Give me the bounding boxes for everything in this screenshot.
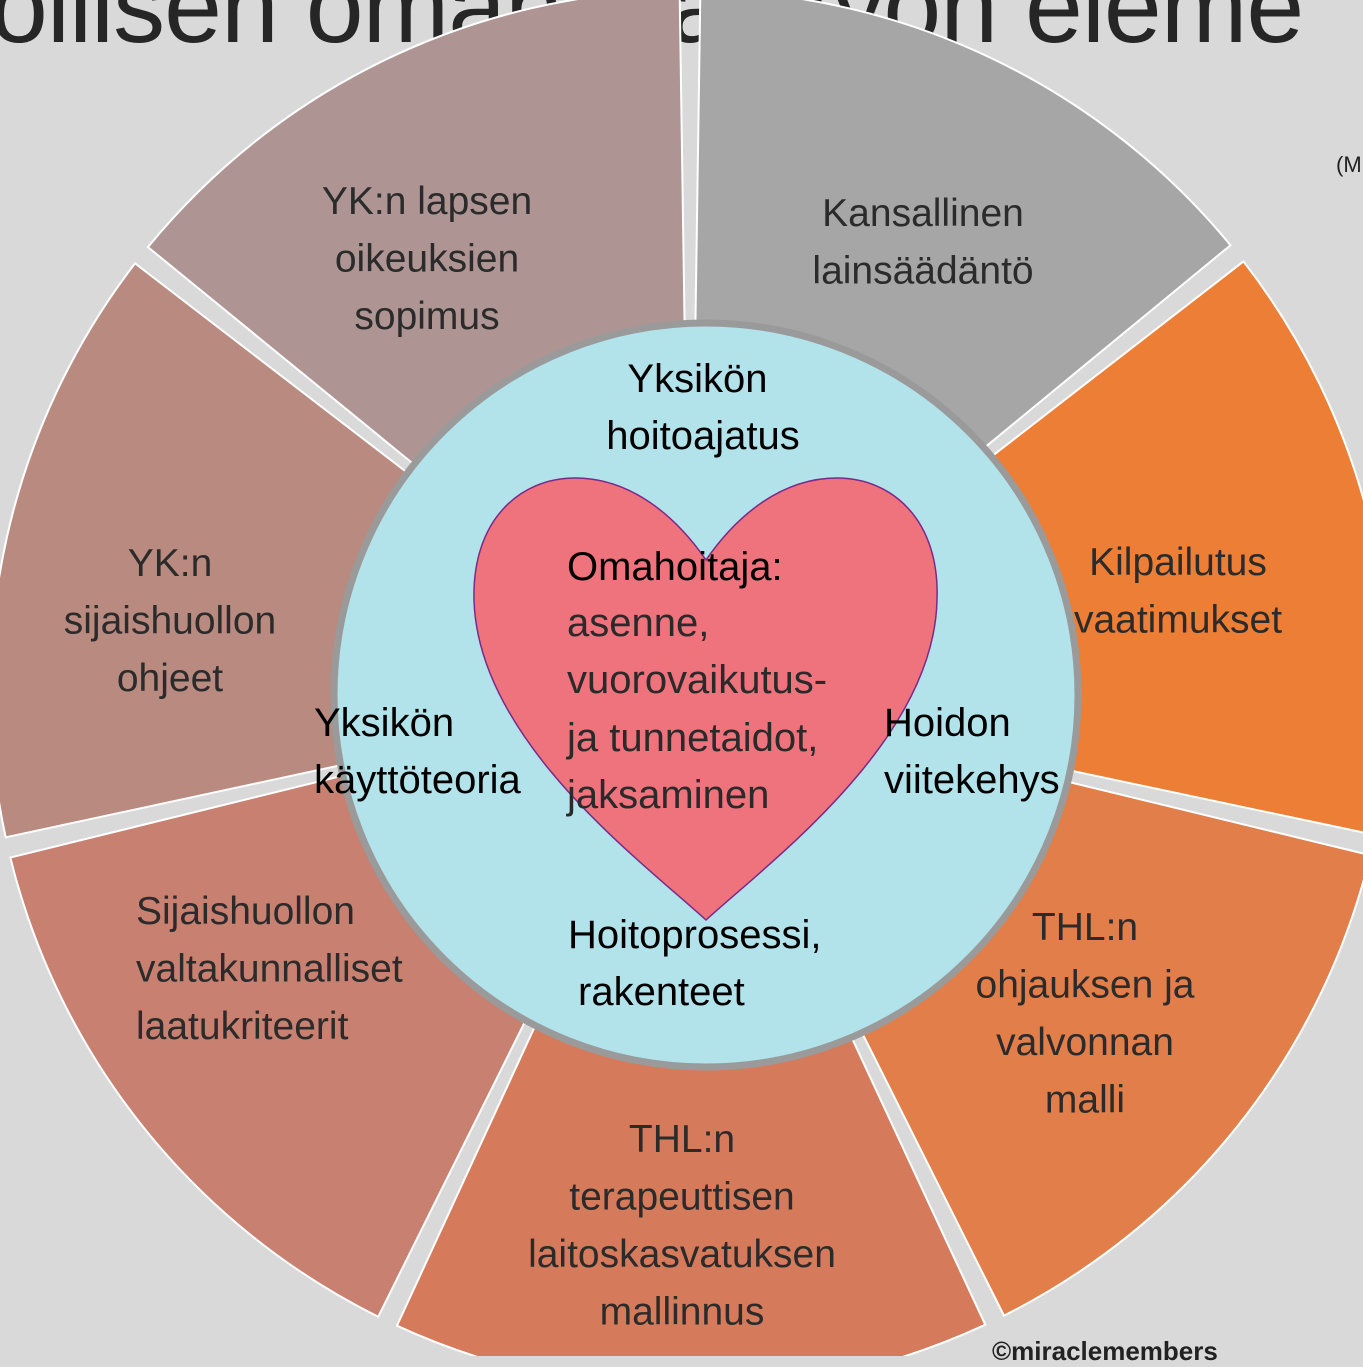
- heart-line: ja tunnetaidot,: [566, 716, 818, 760]
- inner-label-top: Yksikön hoitoajatus: [606, 357, 799, 458]
- heart-line: jaksaminen: [566, 773, 769, 817]
- heart-heading: Omahoitaja:: [567, 545, 783, 589]
- heart-line: vuorovaikutus-: [567, 658, 827, 702]
- credit-text: ©miraclemembers: [992, 1336, 1218, 1366]
- inner-labels: Yksikön hoitoajatus Hoidon viitekehys Ho…: [314, 357, 1060, 1014]
- heart-line: asenne,: [567, 601, 709, 645]
- inner-label-left: Yksikön käyttöteoria: [314, 701, 522, 802]
- inner-label-right: Hoidon viitekehys: [884, 701, 1060, 802]
- inner-label-bottom: Hoitoprosessi, rakenteet: [568, 913, 833, 1014]
- heart-icon: [473, 477, 938, 922]
- corner-note: (M: [1336, 152, 1362, 177]
- heart-text: Omahoitaja: asenne, vuorovaikutus- ja tu…: [566, 545, 827, 817]
